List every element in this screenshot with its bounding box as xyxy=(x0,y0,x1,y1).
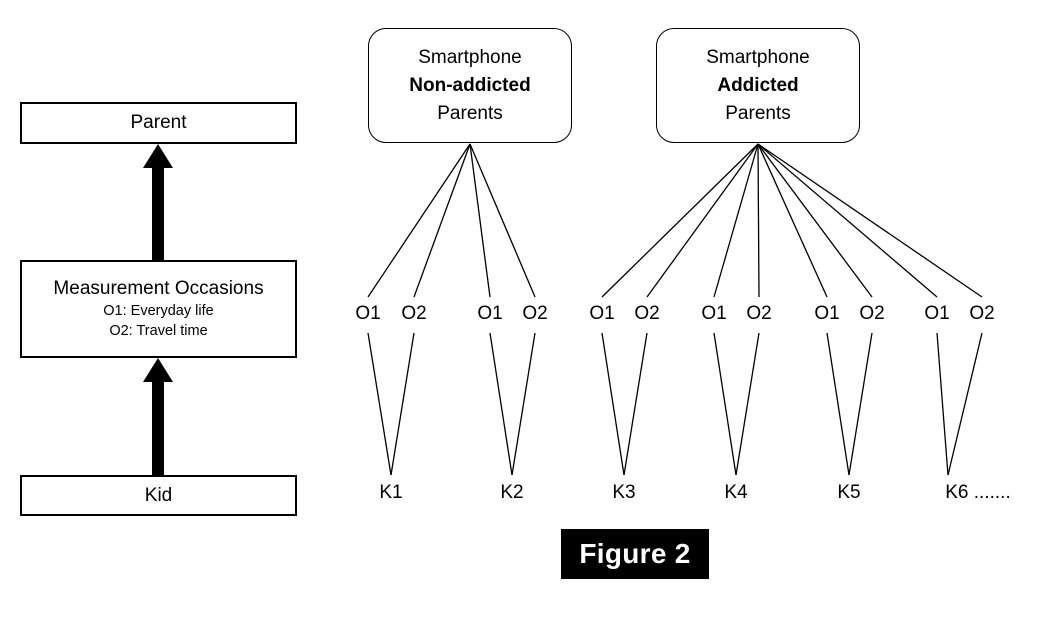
occasion-node-addicted-11: O1 xyxy=(924,303,950,324)
kid-node-5: K5 xyxy=(837,482,861,503)
edge-group-to-occasion xyxy=(413,143,471,298)
edge-occasion-to-kid xyxy=(511,332,536,476)
edge-group-to-occasion xyxy=(469,143,491,298)
parent-box: Parent xyxy=(20,102,297,144)
measurement-occasions-title: Measurement Occasions xyxy=(53,278,264,299)
edge-occasion-to-kid xyxy=(390,332,415,476)
group-non-addicted-line-1: Smartphone xyxy=(418,46,522,68)
measurement-occasions-box: Measurement Occasions O1: Everyday life … xyxy=(20,260,297,358)
occasion-node-addicted-7: O1 xyxy=(701,303,727,324)
edge-group-to-occasion xyxy=(601,143,759,298)
kid-label: Kid xyxy=(144,484,173,506)
group-non-addicted-line-2: Non-addicted xyxy=(409,74,531,96)
group-addicted-line-3: Parents xyxy=(725,102,791,124)
occasion-node-addicted-5: O1 xyxy=(589,303,615,324)
edge-occasion-to-kid xyxy=(936,332,949,476)
kid-node-1: K1 xyxy=(379,482,403,503)
occasion-node-addicted-9: O1 xyxy=(814,303,840,324)
edge-group-to-occasion xyxy=(367,143,471,298)
fan-edges-group xyxy=(367,143,983,476)
edge-group-to-occasion xyxy=(757,143,983,298)
kid-box: Kid xyxy=(20,475,297,516)
edge-group-to-occasion xyxy=(757,143,760,298)
occasion-node-addicted-12: O2 xyxy=(969,303,995,324)
edge-occasion-to-kid xyxy=(848,332,873,476)
edge-group-to-occasion xyxy=(757,143,873,298)
occasion-node-addicted-8: O2 xyxy=(746,303,772,324)
occasion-o2-description: O2: Travel time xyxy=(109,323,208,339)
arrow-kid-to-occasions-icon xyxy=(143,358,173,475)
parent-label: Parent xyxy=(130,112,187,133)
edge-occasion-to-kid xyxy=(623,332,648,476)
occasion-o1-description: O1: Everyday life xyxy=(103,303,214,319)
group-box-non-addicted-parents: Smartphone Non-addicted Parents xyxy=(368,28,572,143)
occasion-node-addicted-6: O2 xyxy=(634,303,660,324)
figure-caption: Figure 2 xyxy=(561,529,709,579)
kid-node-6: K6 ....... xyxy=(945,482,1011,503)
group-non-addicted-line-3: Parents xyxy=(437,102,503,124)
edge-occasion-to-kid xyxy=(713,332,737,476)
occasion-node-nonaddicted-4: O2 xyxy=(522,303,548,324)
edge-occasion-to-kid xyxy=(489,332,513,476)
edge-occasion-to-kid xyxy=(367,332,392,476)
occasion-node-nonaddicted-2: O2 xyxy=(401,303,427,324)
edge-occasion-to-kid xyxy=(947,332,983,476)
edge-group-to-occasion xyxy=(713,143,759,298)
edge-group-to-occasion xyxy=(757,143,828,298)
group-addicted-line-2: Addicted xyxy=(717,74,799,96)
occasion-node-nonaddicted-1: O1 xyxy=(355,303,381,324)
edge-group-to-occasion xyxy=(646,143,759,298)
edge-group-to-occasion xyxy=(469,143,536,298)
group-addicted-line-1: Smartphone xyxy=(706,46,810,68)
occasion-node-addicted-10: O2 xyxy=(859,303,885,324)
kid-node-2: K2 xyxy=(500,482,524,503)
group-box-addicted-parents: Smartphone Addicted Parents xyxy=(656,28,860,143)
occasion-node-nonaddicted-3: O1 xyxy=(477,303,503,324)
edge-occasion-to-kid xyxy=(601,332,625,476)
kid-node-4: K4 xyxy=(724,482,748,503)
edge-group-to-occasion xyxy=(757,143,938,298)
edge-occasion-to-kid xyxy=(735,332,760,476)
edge-occasion-to-kid xyxy=(826,332,850,476)
kid-node-3: K3 xyxy=(612,482,636,503)
arrow-occasions-to-parent-icon xyxy=(143,144,173,260)
